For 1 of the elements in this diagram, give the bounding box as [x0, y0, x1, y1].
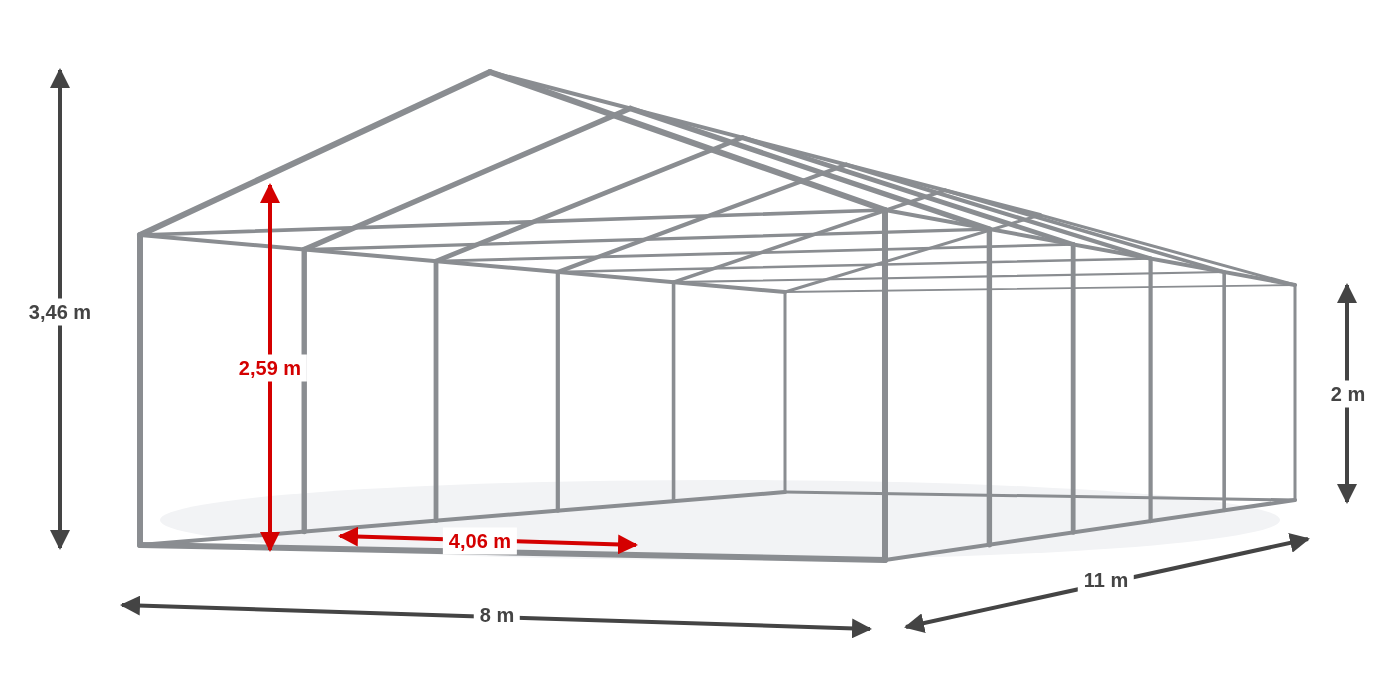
- dimension-label: 4,06 m: [442, 527, 518, 555]
